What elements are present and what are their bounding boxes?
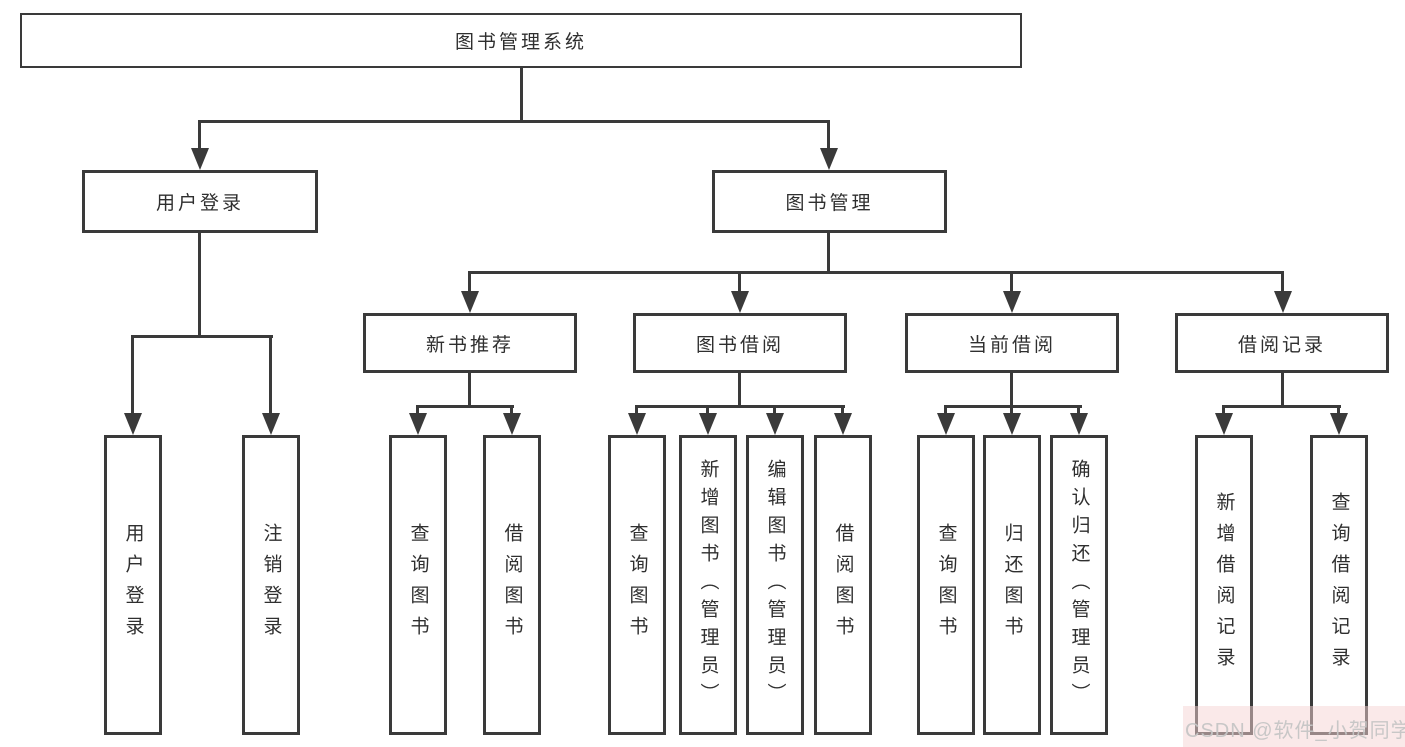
connector-drop-new-book bbox=[468, 271, 471, 293]
connector-drop-leaf bbox=[1077, 405, 1080, 417]
connector-book-mgmt-trunk bbox=[827, 231, 830, 273]
arrow-down-icon bbox=[766, 413, 784, 435]
connector-book-borrow-trunk bbox=[738, 371, 741, 407]
node-label: 当前借阅 bbox=[967, 334, 1056, 356]
connector-drop-book-mgmt bbox=[827, 120, 830, 150]
arrow-down-icon bbox=[503, 413, 521, 435]
connector-drop-leaf bbox=[841, 405, 844, 417]
connector-drop-leaf bbox=[131, 335, 134, 415]
node-label: 新增图书（管理员） bbox=[697, 459, 719, 711]
leaf-user-login: 用户登录 bbox=[104, 435, 162, 735]
watermark-tint bbox=[1183, 706, 1405, 747]
connector-drop-leaf bbox=[1222, 405, 1225, 417]
leaf-add-book-admin: 新增图书（管理员） bbox=[679, 435, 737, 735]
connector-drop-leaf bbox=[635, 405, 638, 417]
leaf-query-borrow-record: 查询借阅记录 bbox=[1310, 435, 1368, 735]
connector-drop-leaf bbox=[510, 405, 513, 417]
leaf-logout: 注销登录 bbox=[242, 435, 300, 735]
connector-drop-leaf bbox=[944, 405, 947, 417]
connector-user-login-trunk bbox=[198, 231, 201, 337]
node-label: 归还图书 bbox=[1001, 523, 1023, 647]
arrow-down-icon bbox=[1330, 413, 1348, 435]
connector-drop-leaf bbox=[416, 405, 419, 417]
leaf-query-books-borrow: 查询图书 bbox=[608, 435, 666, 735]
connector-drop-leaf bbox=[1337, 405, 1340, 417]
connector-borrow-records-trunk bbox=[1281, 371, 1284, 407]
connector-new-book-trunk bbox=[468, 371, 471, 407]
leaf-add-borrow-record: 新增借阅记录 bbox=[1195, 435, 1253, 735]
node-label: 查询借阅记录 bbox=[1328, 492, 1350, 678]
node-label: 借阅记录 bbox=[1237, 334, 1326, 356]
arrow-down-icon bbox=[699, 413, 717, 435]
connector-drop-current-borrow bbox=[1010, 271, 1013, 293]
csdn-watermark: CSDN @软件_小贺同学 bbox=[1185, 720, 1405, 742]
arrow-down-icon bbox=[1003, 413, 1021, 435]
node-label: 借阅图书 bbox=[832, 523, 854, 647]
connector-branch-level2 bbox=[199, 120, 830, 123]
arrow-down-icon bbox=[1070, 413, 1088, 435]
node-label: 查询图书 bbox=[407, 523, 429, 647]
connector-drop-leaf bbox=[269, 335, 272, 415]
node-label: 确认归还（管理员） bbox=[1068, 459, 1090, 711]
node-label: 用户登录 bbox=[155, 193, 244, 214]
arrow-down-icon bbox=[461, 291, 479, 313]
connector-branch-level3 bbox=[468, 271, 1284, 274]
arrow-down-icon bbox=[628, 413, 646, 435]
arrow-down-icon bbox=[820, 148, 838, 170]
connector-splitter-book-borrow bbox=[635, 405, 845, 408]
node-label: 图书管理 bbox=[785, 193, 874, 214]
node-label: 编辑图书（管理员） bbox=[764, 459, 786, 711]
leaf-confirm-return-admin: 确认归还（管理员） bbox=[1050, 435, 1108, 735]
leaf-borrow-books-borrow: 借阅图书 bbox=[814, 435, 872, 735]
arrow-down-icon bbox=[937, 413, 955, 435]
node-book-management: 图书管理 bbox=[712, 170, 947, 233]
node-label: 图书管理系统 bbox=[454, 32, 587, 53]
connector-drop-leaf bbox=[773, 405, 776, 417]
arrow-down-icon bbox=[262, 413, 280, 435]
connector-splitter-user-login bbox=[131, 335, 273, 338]
connector-drop-leaf bbox=[1010, 405, 1013, 417]
connector-drop-borrow-records bbox=[1281, 271, 1284, 293]
node-root-system: 图书管理系统 bbox=[20, 13, 1022, 68]
node-label: 用户登录 bbox=[122, 523, 144, 647]
connector-splitter-borrow-records bbox=[1222, 405, 1341, 408]
connector-drop-book-borrow bbox=[738, 271, 741, 293]
leaf-query-books-recommend: 查询图书 bbox=[389, 435, 447, 735]
connector-root-trunk bbox=[520, 66, 523, 122]
arrow-down-icon bbox=[1003, 291, 1021, 313]
arrow-down-icon bbox=[191, 148, 209, 170]
node-label: 借阅图书 bbox=[501, 523, 523, 647]
arrow-down-icon bbox=[1215, 413, 1233, 435]
node-label: 查询图书 bbox=[935, 523, 957, 647]
connector-splitter-current-borrow bbox=[944, 405, 1082, 408]
node-user-login: 用户登录 bbox=[82, 170, 318, 233]
node-label: 新书推荐 bbox=[425, 334, 514, 356]
node-label: 注销登录 bbox=[260, 523, 282, 647]
connector-current-borrow-trunk bbox=[1010, 371, 1013, 407]
node-current-borrowing: 当前借阅 bbox=[905, 313, 1119, 373]
leaf-return-books: 归还图书 bbox=[983, 435, 1041, 735]
connector-drop-leaf bbox=[706, 405, 709, 417]
node-label: 新增借阅记录 bbox=[1213, 492, 1235, 678]
node-label: 查询图书 bbox=[626, 523, 648, 647]
arrow-down-icon bbox=[1274, 291, 1292, 313]
node-borrowing-records: 借阅记录 bbox=[1175, 313, 1389, 373]
arrow-down-icon bbox=[834, 413, 852, 435]
connector-splitter-new-book bbox=[416, 405, 514, 408]
leaf-edit-book-admin: 编辑图书（管理员） bbox=[746, 435, 804, 735]
node-label: 图书借阅 bbox=[695, 334, 784, 356]
node-book-borrowing: 图书借阅 bbox=[633, 313, 847, 373]
leaf-borrow-books-recommend: 借阅图书 bbox=[483, 435, 541, 735]
leaf-query-books-current: 查询图书 bbox=[917, 435, 975, 735]
node-new-book-recommend: 新书推荐 bbox=[363, 313, 577, 373]
connector-drop-user-login bbox=[198, 120, 201, 150]
arrow-down-icon bbox=[731, 291, 749, 313]
arrow-down-icon bbox=[124, 413, 142, 435]
arrow-down-icon bbox=[409, 413, 427, 435]
